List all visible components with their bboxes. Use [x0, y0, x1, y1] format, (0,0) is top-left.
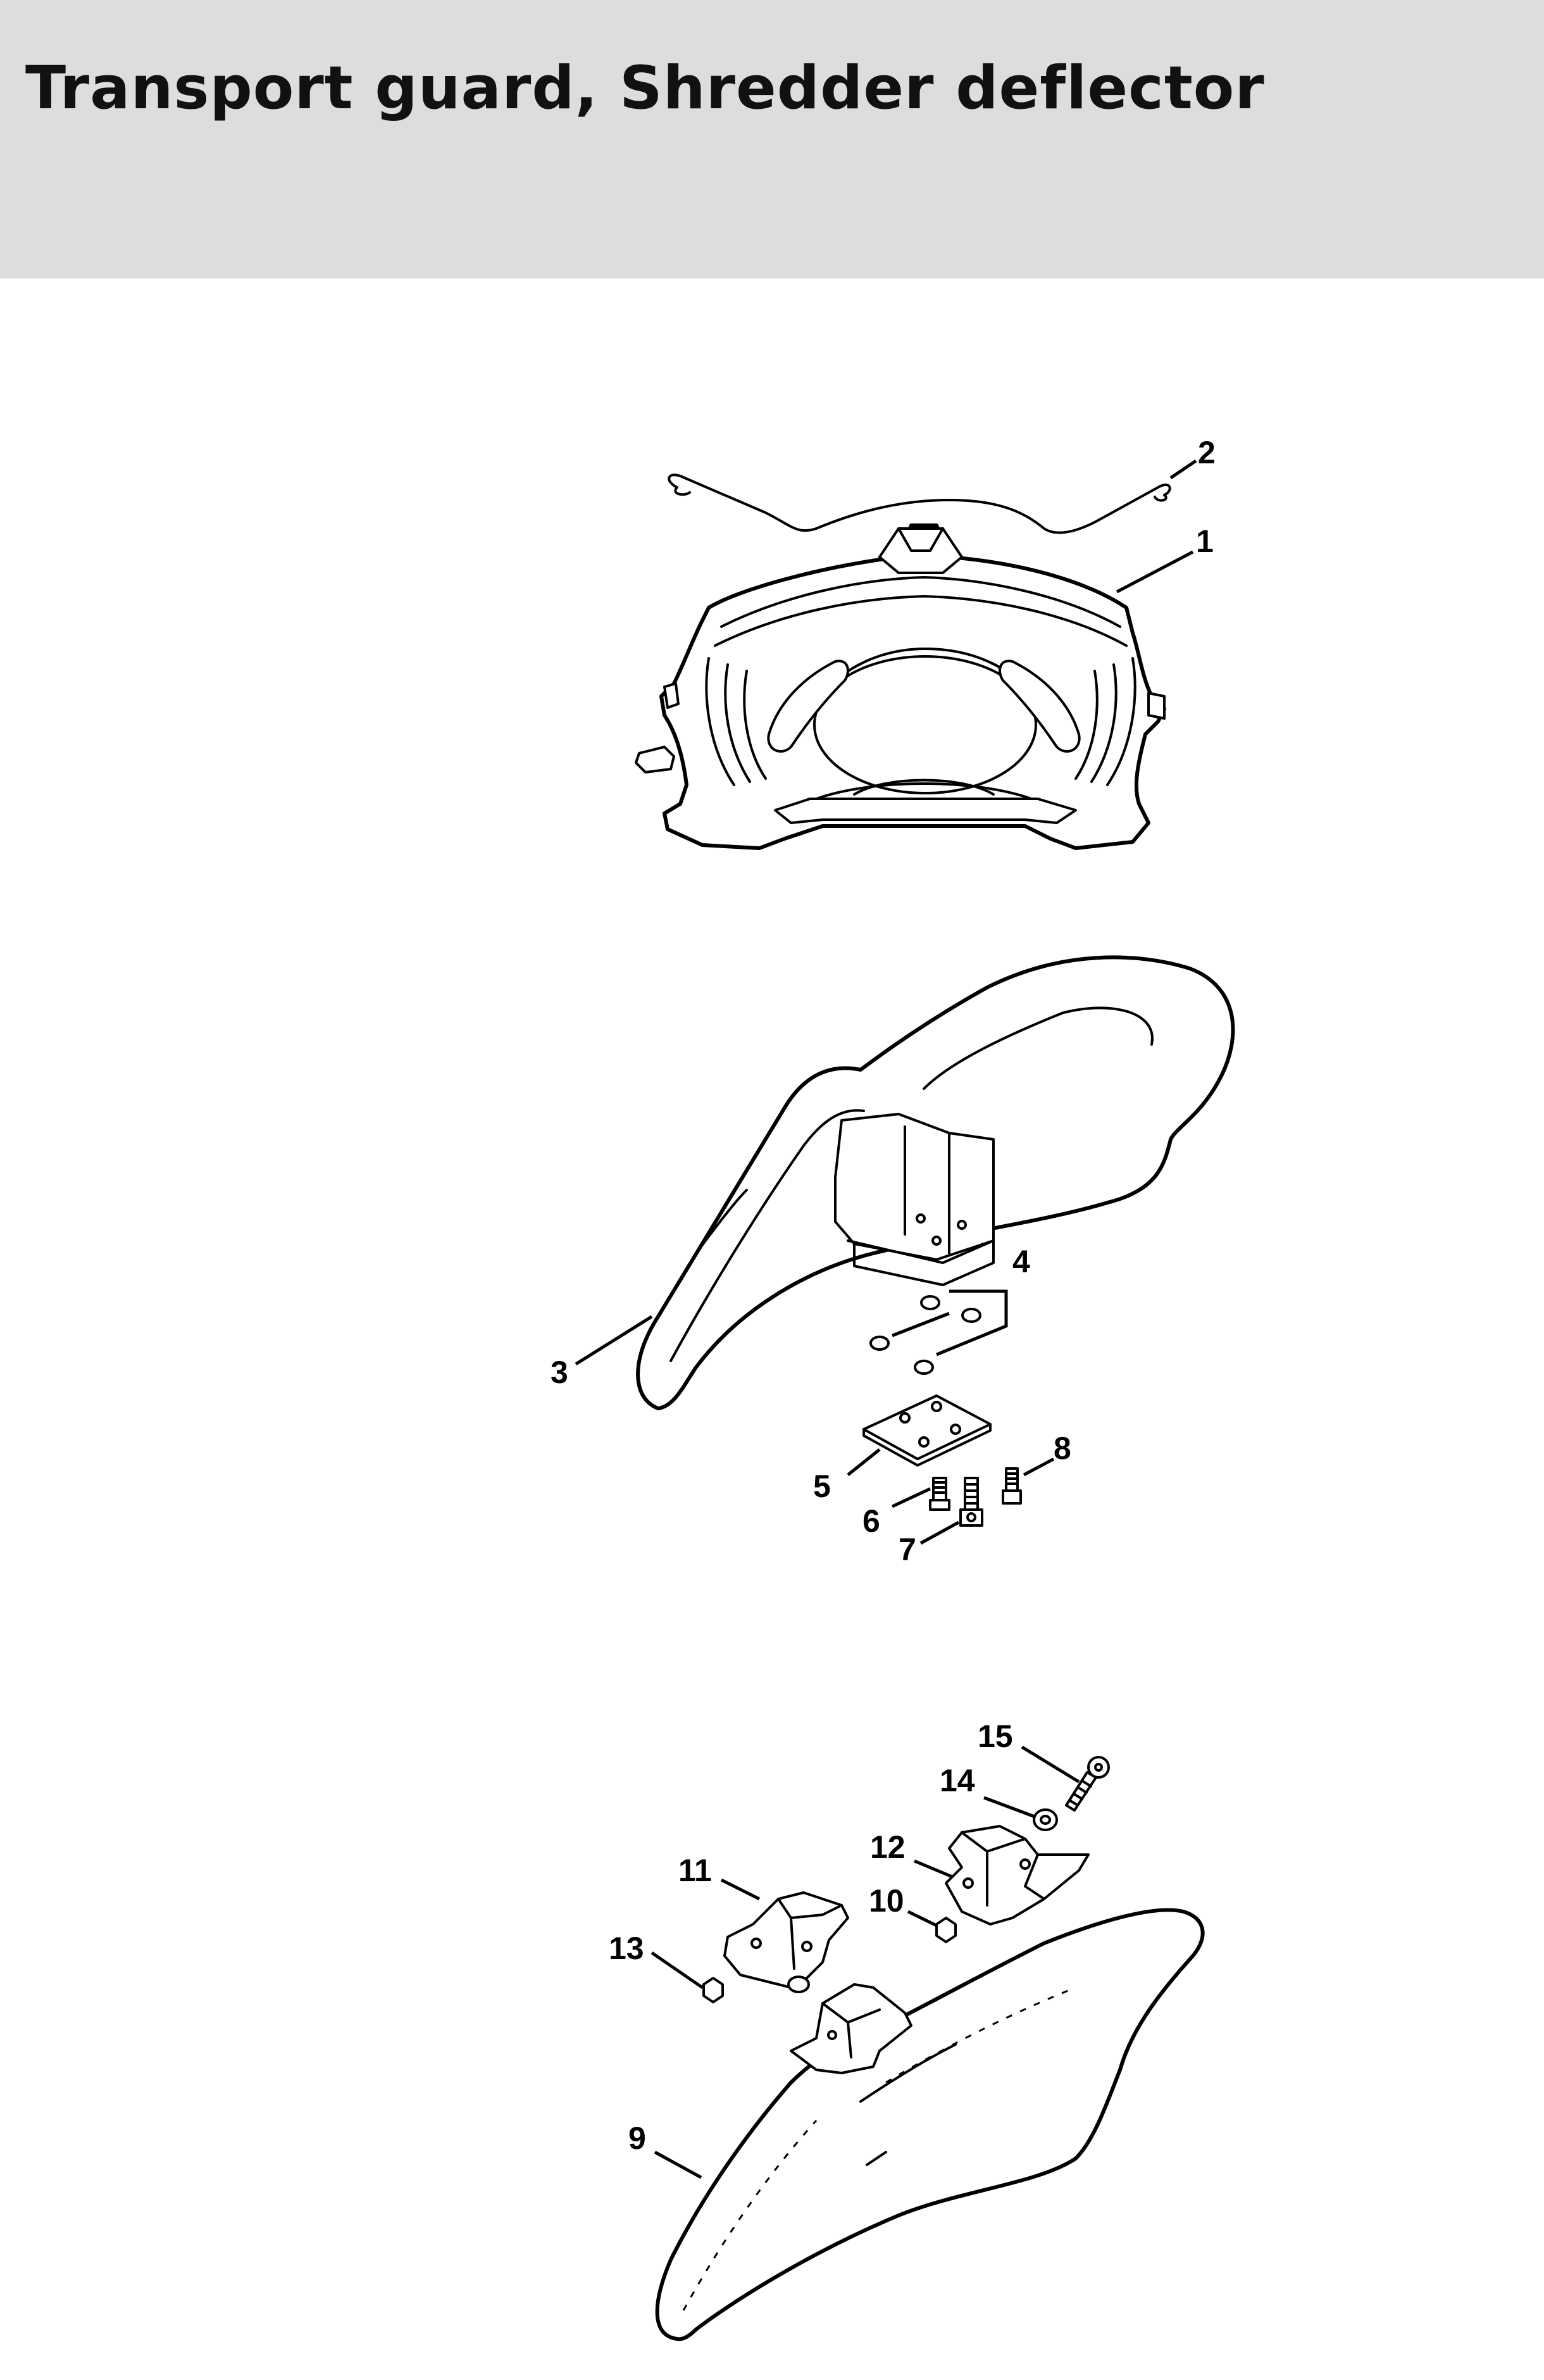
leader-lines: [575, 459, 1197, 2179]
clamp-part-11: [723, 1891, 849, 1989]
callout-7: 7: [899, 1532, 916, 1567]
callout-9: 9: [628, 2120, 646, 2156]
nut-part-13: [702, 1977, 724, 2003]
callout-3: 3: [551, 1355, 568, 1390]
washer-part-4d: [914, 1360, 934, 1375]
callout-5: 5: [813, 1469, 831, 1504]
transport-guard-assembly: [635, 473, 1171, 850]
spring-wire-part-2: [668, 473, 1171, 534]
callout-4: 4: [1012, 1244, 1030, 1279]
screw-part-7: [959, 1477, 983, 1527]
callout-1: 1: [1196, 523, 1214, 559]
callout-10: 10: [869, 1883, 904, 1919]
washer-part-4c: [869, 1336, 890, 1351]
washer-part-4b: [961, 1308, 981, 1323]
washer-part-4a: [920, 1295, 940, 1310]
nut-part-10: [935, 1917, 957, 1943]
header-band: [0, 0, 1544, 279]
washer-part-14: [1033, 1808, 1058, 1831]
callout-12: 12: [870, 1829, 906, 1865]
callout-14: 14: [940, 1763, 975, 1798]
callout-13: 13: [609, 1931, 644, 1966]
callout-6: 6: [862, 1503, 880, 1539]
callout-15: 15: [978, 1719, 1013, 1754]
deflector-assembly-lower: [655, 1756, 1205, 2341]
deflector-part-9: [655, 1908, 1205, 2341]
mounting-plate-part-5: [862, 1394, 992, 1460]
callout-2: 2: [1198, 435, 1216, 470]
screw-part-8: [1002, 1467, 1022, 1505]
bolt-part-15: [1065, 1756, 1110, 1812]
callout-11: 11: [678, 1853, 712, 1888]
callout-8: 8: [1054, 1431, 1071, 1466]
screw-part-6: [929, 1477, 950, 1511]
shredder-deflector-assembly: [636, 955, 1235, 1527]
callout-labels: 2 1 4 3 8 5 6 7 15 14 12 11 10 13 9: [551, 435, 1216, 2156]
page-title: Transport guard, Shredder deflector: [25, 54, 1265, 123]
clamp-part-12: [945, 1825, 1090, 1926]
